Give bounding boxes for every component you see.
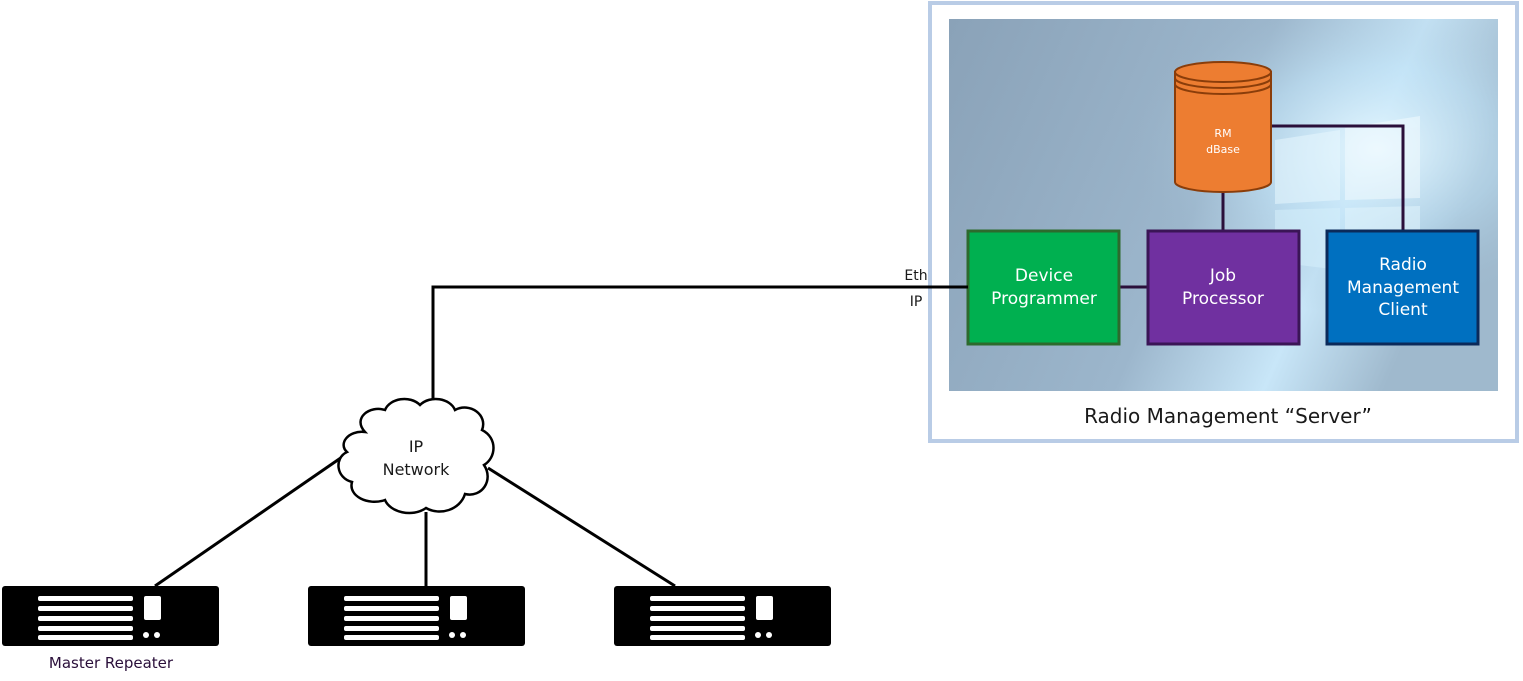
cloud-label-line2: Network (383, 460, 451, 479)
job-processor-box: Job Processor (1146, 229, 1301, 346)
ip-network-cloud: IP Network (337, 397, 495, 515)
master-repeater-label: Master Repeater (49, 654, 174, 672)
rm-client-label-line3: Client (1378, 300, 1428, 320)
database-label-line1: RM (1214, 127, 1231, 140)
rm-client-label-line1: Radio (1379, 255, 1427, 275)
device-programmer-label-line1: Device (1015, 266, 1073, 286)
database-cylinder: RM dBase (1174, 61, 1272, 193)
repeater-1 (2, 586, 219, 646)
rm-client-box: Radio Management Client (1325, 229, 1480, 346)
eth-label: Eth (904, 268, 927, 284)
device-programmer-box: Device Programmer (966, 229, 1121, 346)
job-processor-label-line2: Processor (1182, 289, 1264, 309)
rm-client-label-line2: Management (1347, 278, 1459, 298)
repeater-3 (614, 586, 831, 646)
job-processor-label-line1: Job (1209, 266, 1236, 286)
database-label-line2: dBase (1206, 143, 1240, 156)
server-caption: Radio Management “Server” (1084, 404, 1372, 428)
repeater-links (154, 453, 676, 588)
repeater-2 (308, 586, 525, 646)
cloud-label-line1: IP (409, 437, 424, 456)
server-connectors (1118, 124, 1405, 289)
ethernet-link: Eth IP (431, 268, 968, 410)
device-programmer-label-line2: Programmer (991, 289, 1097, 309)
ip-label: IP (910, 294, 923, 310)
